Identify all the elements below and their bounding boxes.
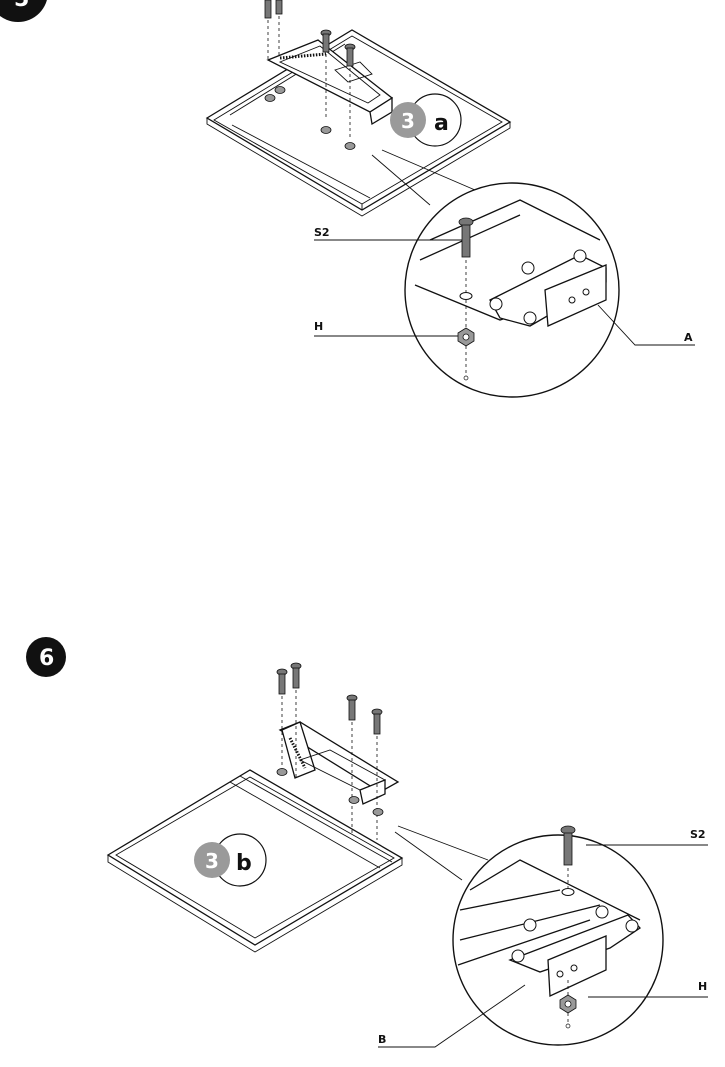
step-number-badge: 5 xyxy=(0,0,47,22)
nuts xyxy=(264,86,356,150)
zoom-line xyxy=(381,149,476,191)
screw-icon xyxy=(458,217,474,292)
badge-letter: a xyxy=(434,111,449,136)
nut-icon xyxy=(457,300,475,381)
callout-a: A xyxy=(597,304,695,346)
nut-icon xyxy=(348,796,360,804)
step-number: 5 xyxy=(14,0,29,12)
callout-b: B xyxy=(378,984,526,1048)
bracket-mechanism xyxy=(266,39,394,126)
nut-icon xyxy=(559,980,577,1029)
callout-s2: S2 xyxy=(314,226,462,241)
screw-icon xyxy=(290,662,302,780)
callout-label: B xyxy=(378,1033,386,1046)
nut-icon xyxy=(274,86,286,94)
screw-icon xyxy=(320,29,332,120)
callout-label: H xyxy=(698,980,707,993)
step-6: 6 xyxy=(26,637,708,1048)
callout-label: S2 xyxy=(690,828,706,841)
callout-label: H xyxy=(314,320,323,333)
bracket-mechanism xyxy=(278,721,400,805)
nut-icon xyxy=(320,126,332,134)
part-badge-3b: 3 b xyxy=(194,833,267,887)
badge-letter: b xyxy=(236,851,252,876)
screws-top xyxy=(276,662,383,840)
detail-view xyxy=(404,182,620,398)
detail-view xyxy=(452,825,664,1046)
badge-number: 3 xyxy=(401,109,415,133)
callout-label: A xyxy=(684,331,693,344)
nut-icon xyxy=(344,142,356,150)
badge-number: 3 xyxy=(205,849,219,873)
screw-icon xyxy=(344,43,356,138)
callout-h: H xyxy=(588,980,708,998)
screws-top xyxy=(264,0,356,138)
zoom-line xyxy=(397,825,489,861)
screw-icon xyxy=(276,668,288,770)
step-number: 6 xyxy=(39,646,54,671)
step-number-badge: 6 xyxy=(26,637,66,677)
nut-icon xyxy=(276,768,288,776)
screw-icon xyxy=(264,0,272,60)
screw-icon xyxy=(371,708,383,840)
zoom-line xyxy=(394,831,463,881)
callout-s2: S2 xyxy=(586,828,708,846)
screw-icon xyxy=(346,694,358,835)
nut-icon xyxy=(264,94,276,102)
zoom-line xyxy=(371,154,431,206)
screw-icon xyxy=(560,825,576,888)
step-5: 5 xyxy=(0,0,695,398)
part-badge-3a: 3 a xyxy=(390,93,462,147)
callout-label: S2 xyxy=(314,226,330,239)
callout-h: H xyxy=(314,320,458,337)
nuts xyxy=(276,768,384,816)
tray-panel xyxy=(205,29,512,217)
nut-icon xyxy=(372,808,384,816)
screw-icon xyxy=(275,0,283,58)
